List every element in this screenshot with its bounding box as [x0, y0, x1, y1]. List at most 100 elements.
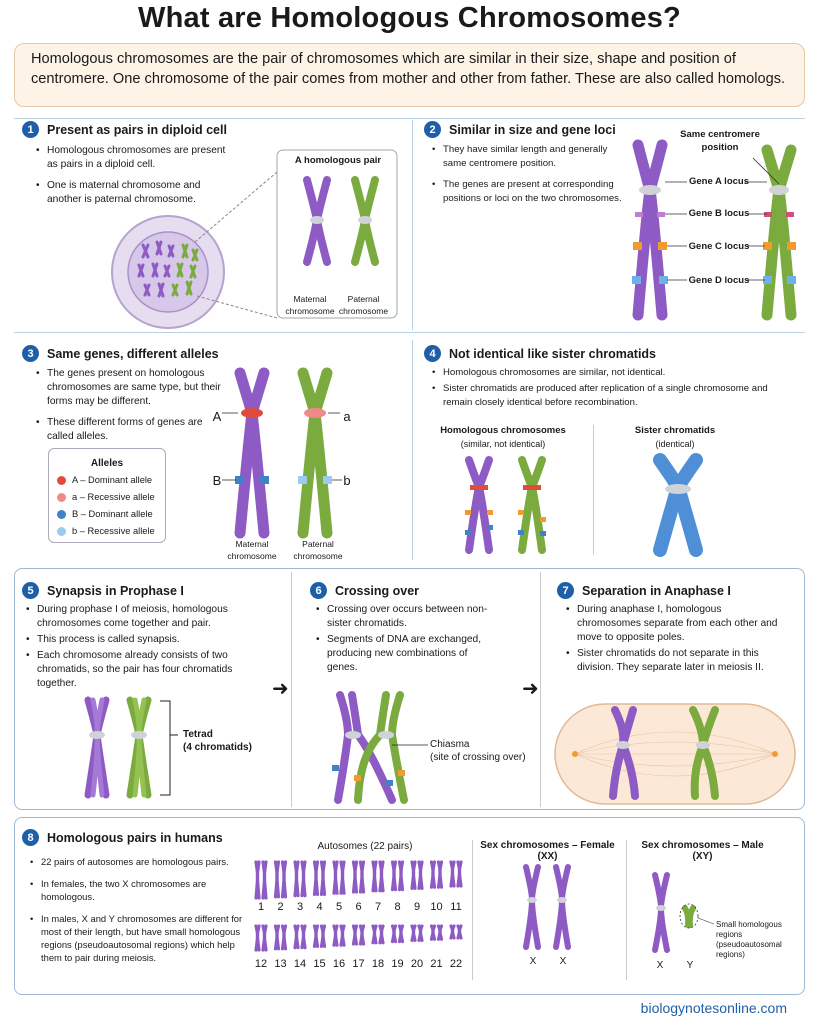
gene-a-label: Gene A locus [688, 176, 749, 187]
bullet: 22 pairs of autosomes are homologous pai… [30, 855, 250, 868]
legend-label: A – Dominant allele [72, 475, 153, 485]
bullet: This process is called synapsis. [26, 633, 241, 647]
autosome-number: 21 [430, 958, 443, 970]
footer-credit: biologynotesonline.com [640, 1000, 787, 1016]
autosome-pair [332, 860, 346, 895]
bullet: During anaphase I, homologous chromosome… [566, 603, 786, 645]
autosome-number: 16 [332, 958, 346, 970]
section-number-badge: 3 [22, 345, 39, 362]
pseudoautosomal-label: Small homologous regions (pseudoautosoma… [716, 920, 782, 959]
section-8-heading: 8 Homologous pairs in humans [22, 829, 223, 846]
autosome-number: 4 [316, 901, 323, 913]
section-4-bullets: Homologous chromosomes are similar, not … [432, 366, 792, 417]
autosome-pair [429, 860, 444, 889]
homologous-heading: Homologous chromosomes [440, 425, 566, 436]
autosomes-label: Autosomes (22 pairs) [317, 841, 413, 852]
male-label: Sex chromosomes – Male (XY) [641, 840, 764, 862]
bullet: Sister chromatids are produced after rep… [432, 382, 792, 410]
section-3-heading: 3 Same genes, different alleles [22, 345, 219, 362]
bullet: One is maternal chromosome and another i… [36, 179, 226, 207]
section-6-heading: 6 Crossing over [310, 582, 419, 599]
bullet: The genes are present at corresponding p… [432, 178, 622, 206]
section-8-bullets: 22 pairs of autosomes are homologous pai… [30, 855, 250, 971]
autosome-pair [351, 924, 366, 946]
legend-item: b – Recessive allele [57, 523, 157, 540]
section-number-badge: 4 [424, 345, 441, 362]
autosome-number: 2 [277, 901, 284, 913]
autosome-number: 1 [257, 901, 265, 913]
autosome-pair [312, 860, 327, 896]
autosome-pair [390, 860, 405, 892]
autosome-number: 5 [335, 901, 343, 913]
bullet: In males, X and Y chromosomes are differ… [30, 912, 250, 964]
allele-B-label: B [212, 473, 222, 488]
gene-b-label: Gene B locus [688, 208, 750, 219]
allele-a-label: a [343, 409, 351, 424]
autosome-pair [371, 924, 385, 945]
section-7-bullets: During anaphase I, homologous chromosome… [566, 603, 786, 682]
female-xx-illustration [523, 864, 571, 950]
maternal-label: Maternal chromosome [227, 539, 277, 561]
bullet: Each chromosome already consists of two … [26, 649, 241, 691]
autosome-pair [273, 860, 288, 899]
bullet: Homologous chromosomes are present as pa… [36, 144, 226, 172]
autosome-number: 10 [430, 901, 443, 913]
autosome-pair [293, 924, 307, 950]
intro-box: Homologous chromosomes are the pair of c… [14, 43, 805, 107]
male-xy-illustration [652, 872, 715, 953]
gene-loci-illustration [632, 139, 797, 321]
legend-item: a – Recessive allele [57, 489, 157, 506]
divider [472, 840, 473, 980]
autosome-number: 18 [371, 958, 385, 970]
autosome-number: 22 [449, 958, 463, 970]
legend-item: A – Dominant allele [57, 472, 157, 489]
bullet: Segments of DNA are exchanged, producing… [316, 633, 491, 675]
legend-item: B – Dominant allele [57, 506, 157, 523]
autosome-pair [351, 860, 366, 894]
allele-legend: Alleles A – Dominant allele a – Recessiv… [48, 448, 166, 543]
legend-label: B – Dominant allele [72, 509, 153, 519]
recessive-a-dot-icon [57, 493, 66, 502]
divider [14, 332, 805, 333]
section-5-heading: 5 Synapsis in Prophase I [22, 582, 184, 599]
autosome-number: 7 [374, 901, 382, 913]
divider [14, 118, 805, 119]
autosome-pair [390, 924, 405, 944]
bullet: They have similar length and generally s… [432, 143, 622, 171]
section-title: Same genes, different alleles [47, 346, 219, 361]
autosome-number: 12 [254, 958, 268, 970]
section-title: Crossing over [335, 583, 420, 598]
section-title: Present as pairs in diploid cell [47, 122, 227, 137]
paternal-label: Paternal chromosome [293, 539, 343, 561]
section-title: Similar in size and gene loci [449, 122, 616, 137]
karyotype-illustration [254, 860, 463, 952]
legend-label: b – Recessive allele [72, 526, 155, 536]
dominant-a-dot-icon [57, 476, 66, 485]
x-chromosome-label: X [559, 956, 567, 967]
section-title: Not identical like sister chromatids [449, 346, 657, 361]
humans-panel [14, 817, 805, 995]
anaphase-cell-illustration [554, 703, 796, 805]
chiasma-label: Chiasma [430, 739, 470, 750]
bullet: In females, the two X chromosomes are ho… [30, 877, 250, 903]
paternal-label: Paternal chromosome [338, 294, 389, 316]
chiasma-sublabel: (site of crossing over) [430, 752, 526, 763]
autosome-number: 3 [296, 901, 304, 913]
section-number-badge: 7 [557, 582, 574, 599]
allele-A-label: A [212, 409, 222, 424]
autosome-pair [371, 860, 385, 893]
autosome-number: 9 [413, 901, 421, 913]
tetrad-label: Tetrad [183, 729, 213, 740]
autosome-number: 6 [355, 901, 362, 913]
autosome-pair [293, 860, 307, 898]
female-label: Sex chromosomes – Female (XX) [480, 840, 615, 862]
bullet: These different forms of genes are calle… [36, 416, 226, 444]
section-1-bullets: Homologous chromosomes are present as pa… [36, 144, 226, 214]
not-identical-illustration [465, 453, 703, 557]
alleles-illustration [222, 367, 342, 539]
autosome-pair [254, 924, 268, 952]
section-2-bullets: They have similar length and generally s… [432, 143, 622, 213]
meiosis-panel [14, 568, 805, 810]
section-title: Synapsis in Prophase I [47, 583, 184, 598]
